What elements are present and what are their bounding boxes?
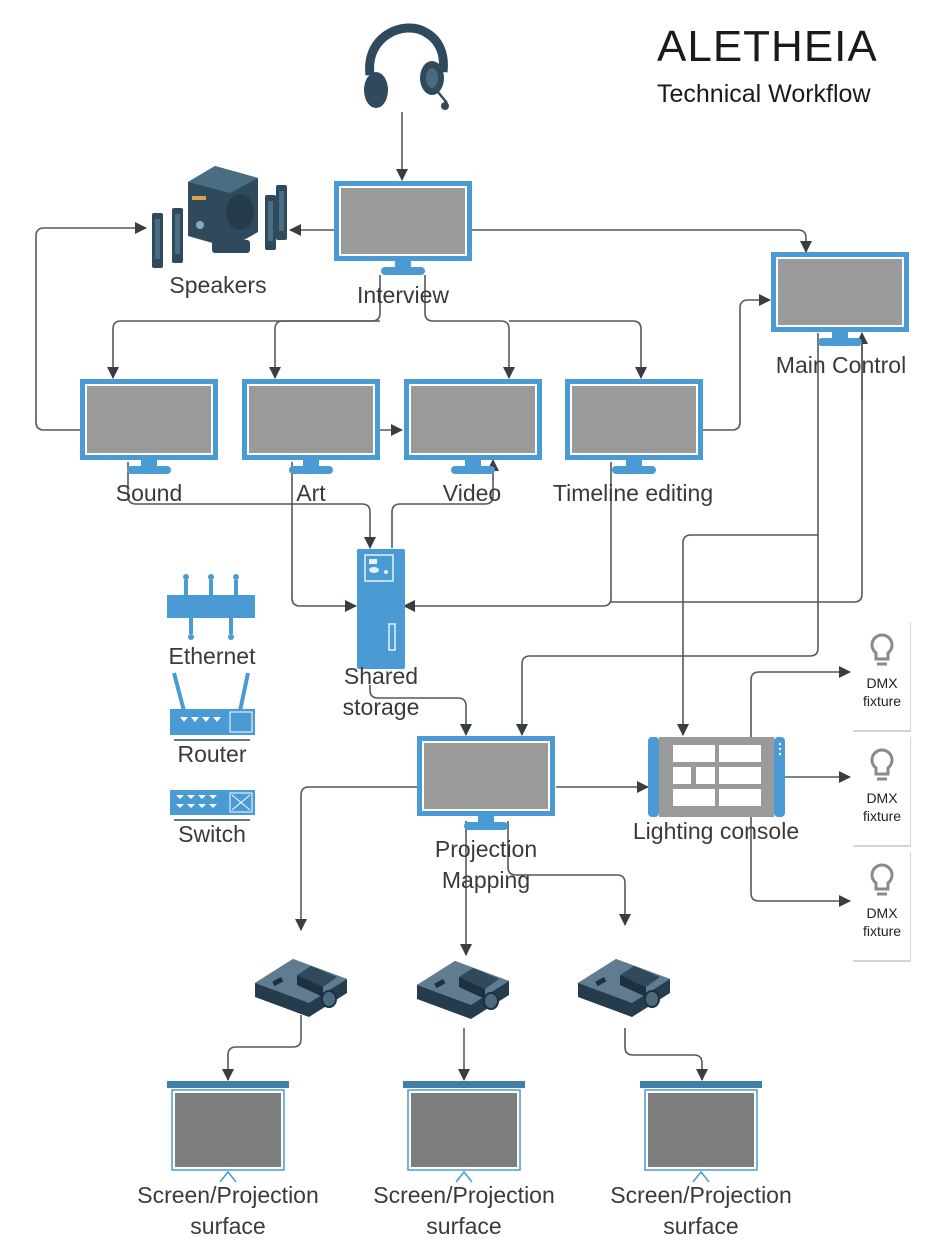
projection-mapping-label-1: Projection <box>434 836 538 862</box>
dmx-fixture-3[interactable]: DMX fixture <box>853 852 911 962</box>
diagram-subtitle: Technical Workflow <box>657 80 871 108</box>
connector-lighting-dmx-3 <box>750 815 851 907</box>
dmx-fixture-2[interactable]: DMX fixture <box>853 737 911 847</box>
dmx-label-1: DMX <box>866 675 898 691</box>
connector-storage-projection <box>369 685 472 736</box>
speakers-label: Speakers <box>169 272 267 298</box>
timeline-editing-label: Timeline editing <box>552 480 714 506</box>
connector-interview-art <box>269 320 380 379</box>
diagram-title: ALETHEIA <box>657 22 878 71</box>
projection-screen-1[interactable] <box>167 1081 289 1183</box>
sound-monitor[interactable] <box>80 379 218 474</box>
projector-2[interactable] <box>417 961 509 1019</box>
connector-interview-video <box>424 275 515 379</box>
art-monitor[interactable] <box>242 379 380 474</box>
projection-screen-2[interactable] <box>403 1081 525 1183</box>
connector-main-control-lighting <box>677 534 818 736</box>
projection-screen-3[interactable] <box>640 1081 762 1183</box>
light-bulb-icon <box>870 748 894 781</box>
connector-projector-3-screen-3 <box>624 1028 708 1081</box>
projector-3[interactable] <box>578 959 670 1017</box>
server-icon[interactable] <box>357 549 405 669</box>
shared-storage-label-2: storage <box>342 694 420 720</box>
screen-1-label-1: Screen/Projection <box>137 1182 319 1208</box>
art-label: Art <box>296 480 326 506</box>
connector-projection-projector-1 <box>295 786 418 931</box>
legend-switch-label: Switch <box>178 821 246 847</box>
speaker-system-icon[interactable] <box>152 166 287 268</box>
screen-1-label-2: surface <box>190 1213 266 1239</box>
connector-art-storage <box>291 462 357 612</box>
connector-interview-main-control <box>472 229 812 253</box>
interview-monitor[interactable] <box>334 181 472 275</box>
router-icon <box>170 672 255 741</box>
timeline-monitor[interactable] <box>565 379 703 474</box>
main-control-label: Main Control <box>775 352 907 378</box>
connector-sound-storage <box>127 462 376 549</box>
ethernet-icon <box>167 574 255 640</box>
interview-label: Interview <box>356 282 450 308</box>
projection-mapping-monitor[interactable] <box>417 736 555 830</box>
switch-icon <box>170 790 255 821</box>
dmx-label-2: fixture <box>862 693 902 709</box>
dmx-fixture-1[interactable]: DMX fixture <box>853 622 911 732</box>
tablet-console-icon[interactable] <box>648 737 785 817</box>
connector-timeline-main-control <box>703 294 771 431</box>
main-control-monitor[interactable] <box>771 252 909 346</box>
screen-2-label-2: surface <box>426 1213 502 1239</box>
legend-router-label: Router <box>177 741 247 767</box>
connector-main-control-storage <box>611 333 863 603</box>
screen-3-label-1: Screen/Projection <box>610 1182 792 1208</box>
projector-1[interactable] <box>255 959 347 1017</box>
light-bulb-icon <box>870 863 894 896</box>
screen-3-label-2: surface <box>663 1213 739 1239</box>
light-bulb-icon <box>870 633 894 666</box>
video-monitor[interactable] <box>404 379 542 474</box>
headset-icon <box>364 23 449 110</box>
connector-timeline-storage <box>403 462 612 612</box>
dmx-label-2: fixture <box>862 923 902 939</box>
legend-ethernet-label: Ethernet <box>168 643 256 669</box>
connector-lighting-dmx-1 <box>750 666 851 740</box>
connector-main-control-projection <box>516 333 819 736</box>
connector-projector-1-screen-1 <box>222 1015 302 1081</box>
dmx-label-1: DMX <box>866 905 898 921</box>
connector-interview-timeline <box>509 320 647 379</box>
sound-label: Sound <box>115 480 183 506</box>
projection-mapping-label-2: Mapping <box>441 867 531 893</box>
screen-2-label-1: Screen/Projection <box>373 1182 555 1208</box>
connector-interview-sound <box>107 275 381 379</box>
video-label: Video <box>442 480 502 506</box>
shared-storage-label-1: Shared <box>343 663 419 689</box>
connector-sound-speakers <box>35 222 147 431</box>
lighting-console-label: Lighting console <box>632 818 800 844</box>
connector-projection-projector-3 <box>507 821 631 926</box>
dmx-label-2: fixture <box>862 808 902 824</box>
connector-storage-video <box>391 459 499 548</box>
dmx-label-1: DMX <box>866 790 898 806</box>
